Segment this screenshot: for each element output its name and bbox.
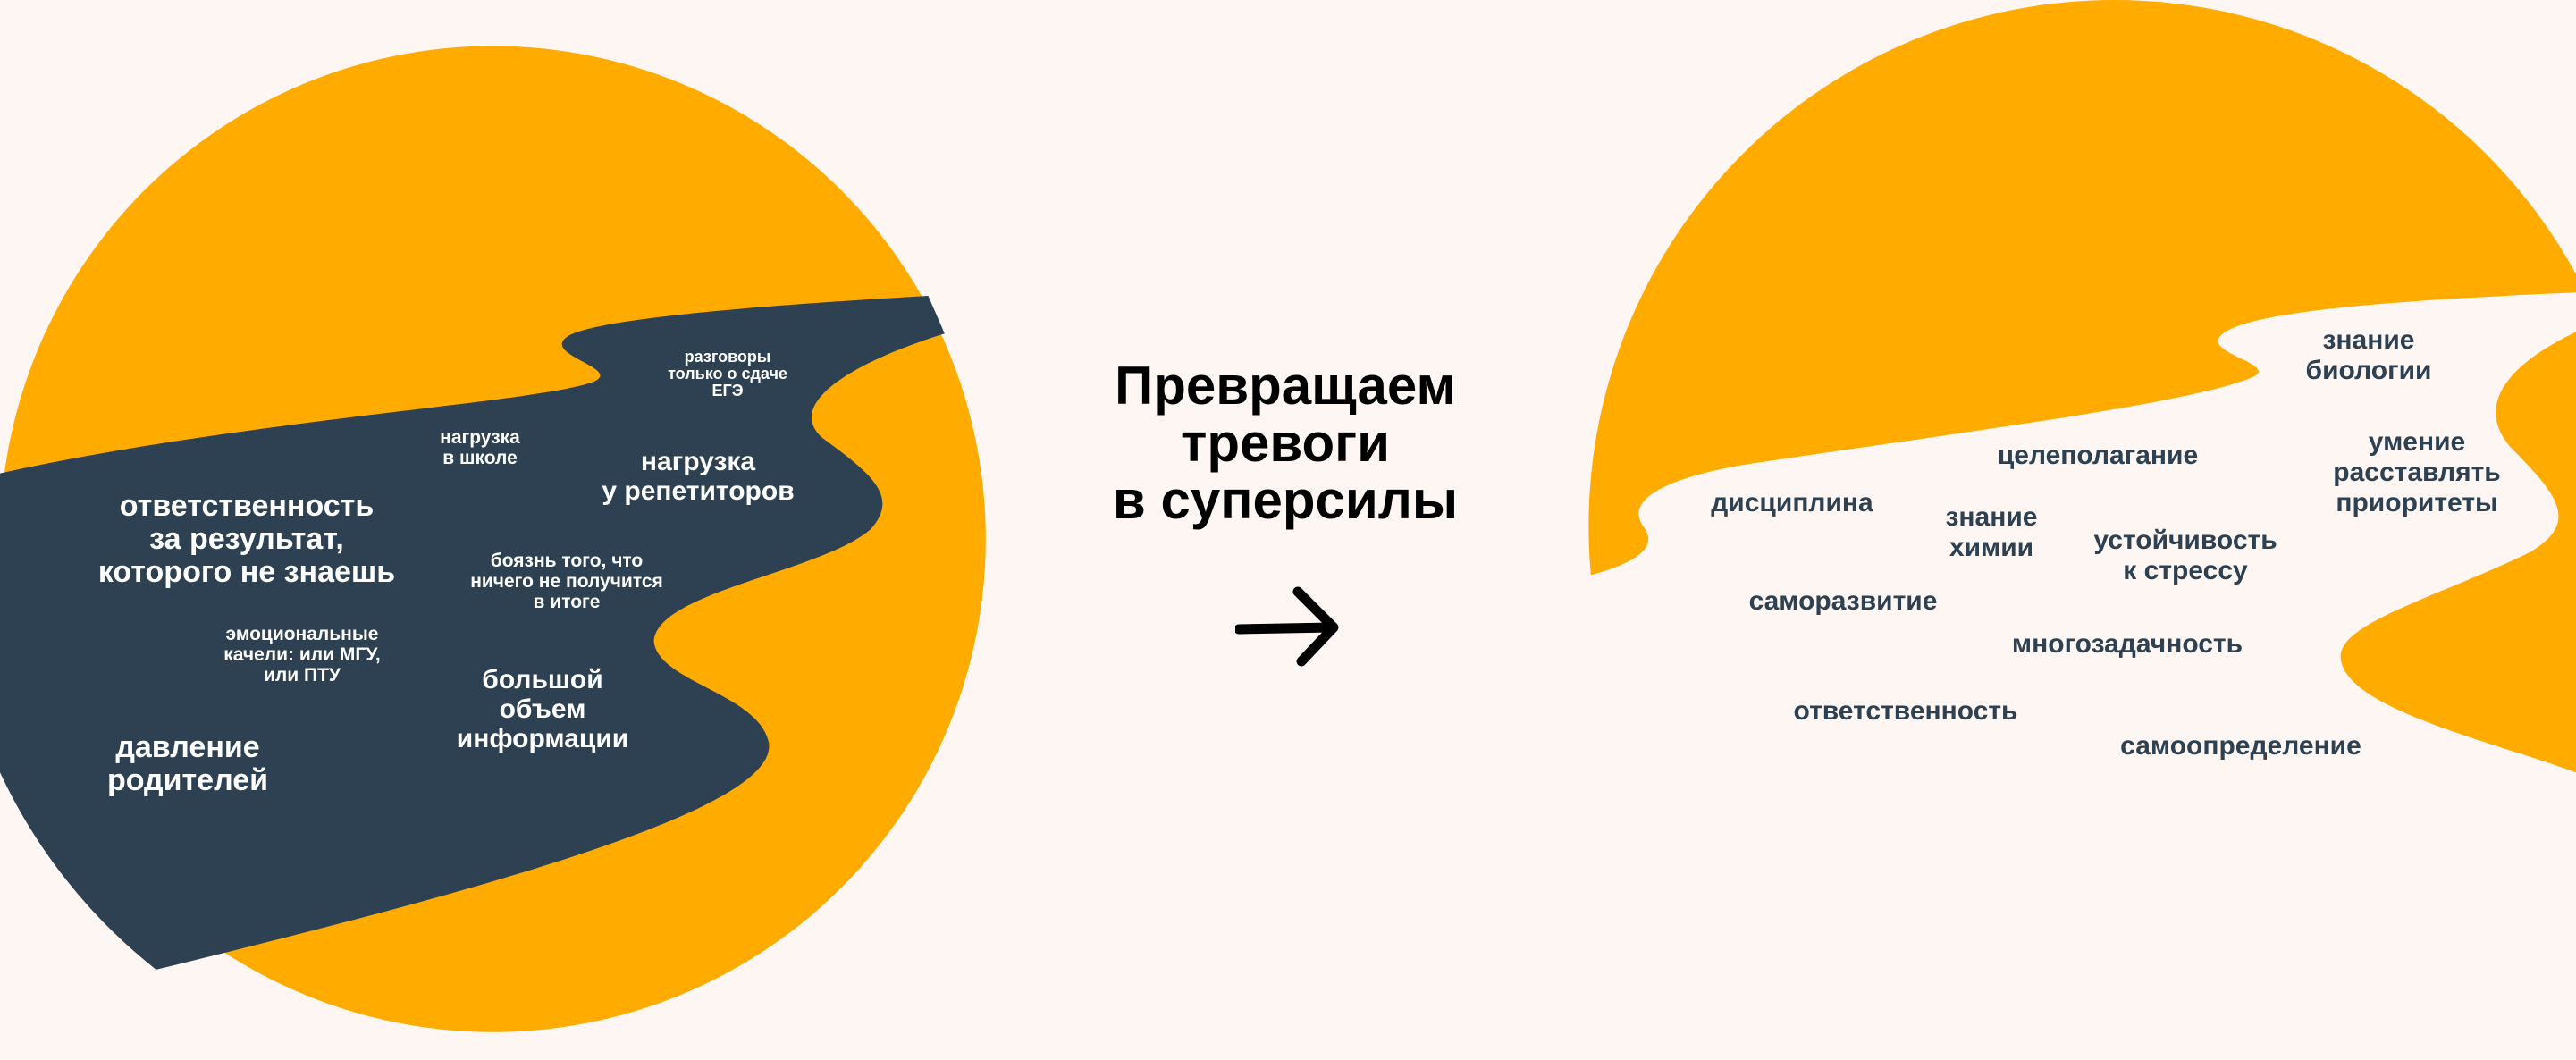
label-line: боязнь того, что [490, 551, 644, 571]
title-line: в суперсилы [1112, 470, 1459, 530]
label-line: у репетиторов [602, 476, 795, 506]
right-cream-wave [1577, 292, 2576, 1060]
label-line: информации [456, 724, 629, 753]
arrow-right-icon [1235, 586, 1339, 667]
label-line: знание [1945, 502, 2038, 532]
label-line: самоопределение [2120, 731, 2361, 761]
label-line: приоритеты [2336, 488, 2498, 517]
label-line: родителей [106, 763, 269, 797]
label-line: умение [2368, 427, 2466, 457]
title-line: тревоги [1180, 413, 1391, 473]
label-line: ничего не получится [470, 571, 663, 592]
label-line: разговоры [684, 348, 771, 366]
superpower-label: самоопределение [2120, 731, 2361, 761]
label-line: большой [482, 665, 603, 694]
label-line: в школе [442, 448, 518, 468]
label-line: дисциплина [1711, 488, 1873, 517]
label-line: саморазвитие [1748, 586, 1938, 616]
page-title: Превращаем тревоги в суперсилы [1113, 358, 1458, 529]
label-line: к стрессу [2123, 556, 2248, 585]
label-line: объем [499, 694, 586, 724]
label-line: или ПТУ [264, 665, 341, 686]
label-line: биологии [2305, 356, 2432, 385]
label-line: знание [2322, 325, 2415, 355]
superpower-label: целеполагание [1998, 441, 2198, 471]
superpower-label: ответственность [1793, 696, 2017, 727]
label-line: давление [115, 730, 260, 764]
label-line: нагрузка [440, 427, 520, 448]
label-line: ответственность [119, 489, 375, 523]
label-line: химии [1949, 533, 2034, 562]
left-dark-wave [0, 295, 945, 970]
label-line: целеполагание [1997, 441, 2199, 470]
label-line: эмоциональные [225, 624, 379, 644]
superpower-label: саморазвитие [1749, 586, 1938, 617]
label-line: нагрузка [640, 447, 756, 476]
label-line: только о сдаче [668, 365, 787, 383]
label-line: которого не знаешь [97, 555, 396, 589]
label-line: устойчивость [2093, 526, 2277, 555]
label-line: за результат, [149, 522, 344, 556]
superpower-label: многозадачность [2012, 629, 2243, 660]
label-line: качели: или МГУ, [223, 644, 381, 665]
label-line: ответственность [1793, 696, 2018, 726]
superpower-label: дисциплина [1711, 488, 1873, 518]
label-line: ЕГЭ [711, 382, 744, 400]
label-line: многозадачность [2011, 629, 2243, 659]
label-line: в итоге [533, 592, 601, 612]
label-line: расставлять [2333, 458, 2501, 487]
title-line: Превращаем [1115, 356, 1456, 416]
